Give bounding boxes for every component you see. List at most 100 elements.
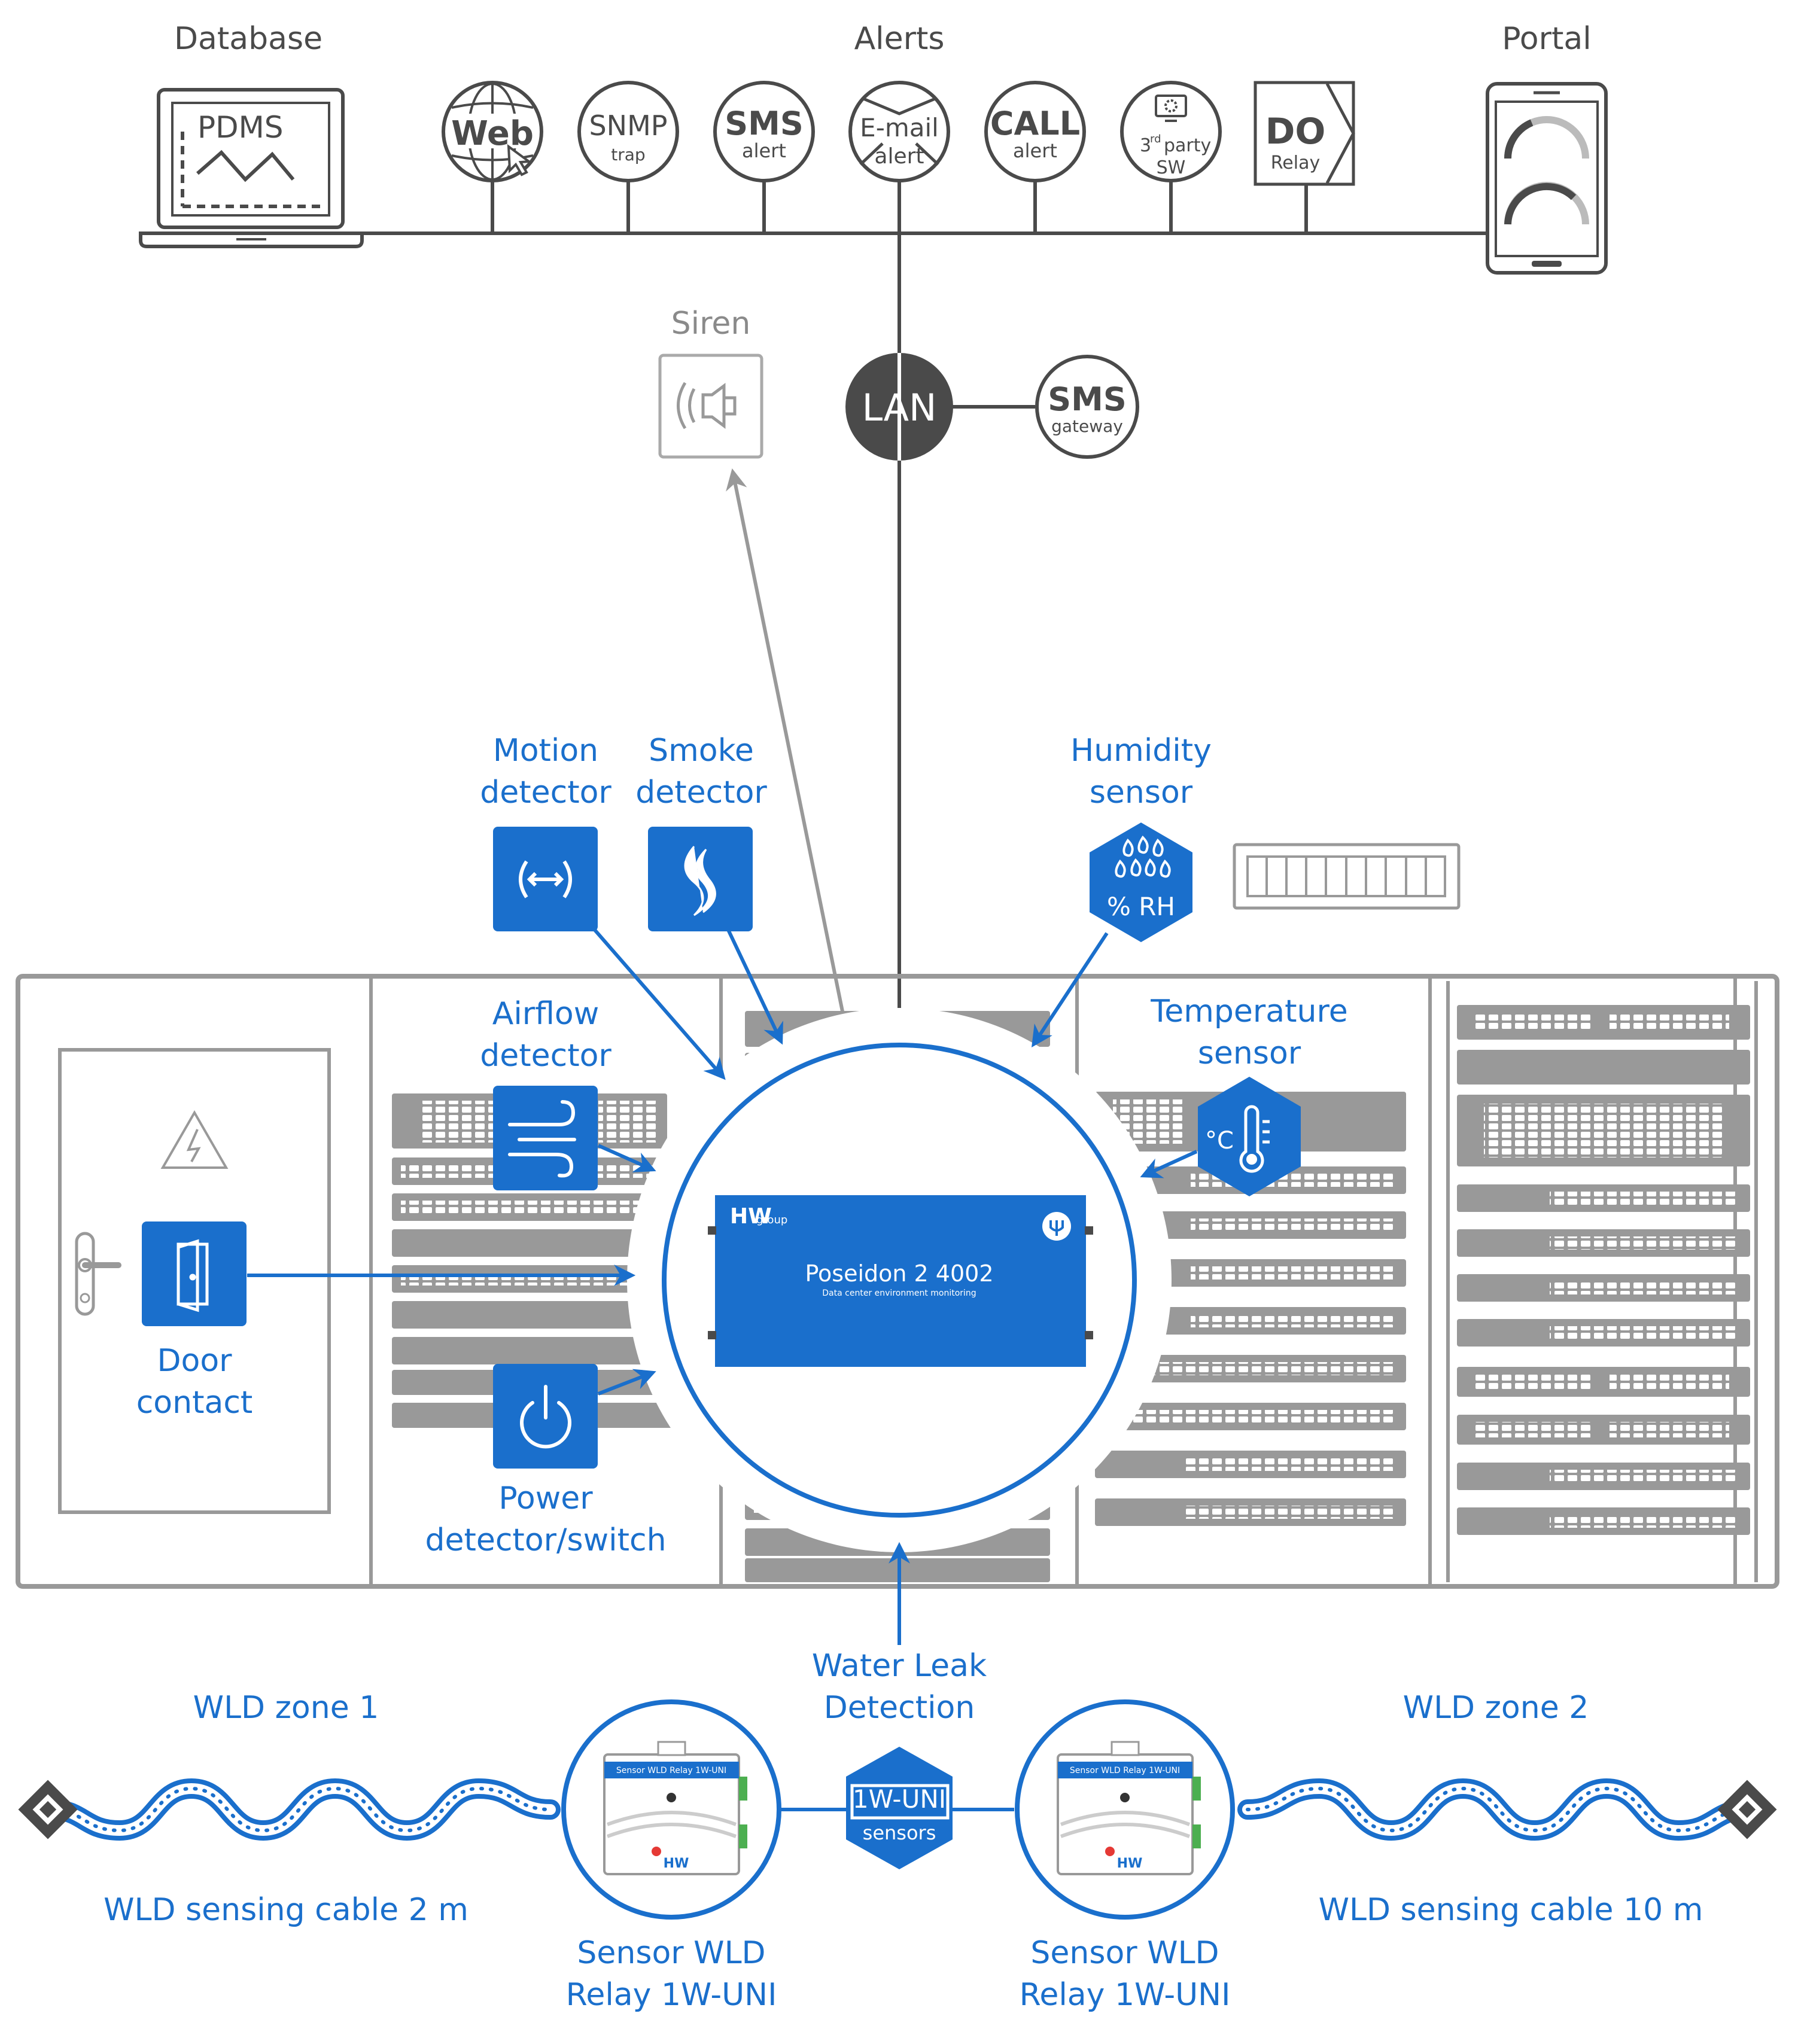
vent-grille — [1233, 843, 1461, 910]
relay-right-label-1: Sensor WLD — [1030, 1935, 1219, 1971]
bus-drops — [491, 179, 1308, 233]
email-label: E-mail — [860, 113, 939, 142]
device-model: Poseidon 2 4002 — [805, 1260, 993, 1287]
relay-label: Relay — [1271, 153, 1320, 173]
brand-logo: HW — [730, 1204, 772, 1229]
motion-label-2: detector — [480, 775, 611, 811]
door-label-2: contact — [136, 1385, 253, 1421]
call-alert-label: alert — [1013, 139, 1057, 162]
web-label: Web — [451, 114, 534, 153]
humidity-label-1: Humidity — [1070, 733, 1212, 769]
wld-cable-left — [18, 1778, 561, 1841]
call-label: CALL — [990, 105, 1080, 142]
relay-left-label-1: Sensor WLD — [577, 1935, 765, 1971]
airflow-arrow — [597, 1144, 656, 1172]
wld-cable-1-label: WLD sensing cable 2 m — [104, 1892, 468, 1928]
brand-sub: group — [756, 1214, 787, 1226]
tablet-gauges-icon — [1486, 82, 1608, 275]
siren-arrow — [726, 468, 850, 1041]
sms-alert-label: alert — [742, 139, 786, 162]
database-label: Database — [174, 21, 323, 57]
siren-icon — [658, 354, 763, 459]
snmp-trap-label: trap — [611, 145, 645, 165]
pdms-label: PDMS — [197, 110, 284, 145]
smoke-label-1: Smoke — [649, 733, 754, 769]
smoke-arrow — [725, 926, 783, 1045]
power-label-backdrop — [413, 1478, 682, 1567]
high-voltage-icon — [160, 1110, 229, 1169]
motion-arrow — [591, 926, 726, 1080]
relay-right-device-label: Sensor WLD Relay 1W-UNI — [1070, 1766, 1180, 1775]
snmp-alert: SNMP trap — [577, 81, 679, 182]
rack-column-c — [1095, 1092, 1406, 1526]
wind-icon — [508, 1100, 576, 1178]
wld-zone-2-label: WLD zone 2 — [1403, 1690, 1589, 1726]
door-label-backdrop — [120, 1340, 269, 1430]
one-wire-hub: 1W-UNI sensors — [846, 1747, 953, 1869]
do-label: DO — [1265, 111, 1326, 153]
door-handle-icon — [75, 1232, 121, 1316]
power-label-1: Power — [498, 1481, 593, 1516]
sms-label: SMS — [725, 105, 804, 142]
email-alert-label: alert — [874, 144, 924, 169]
laptop-icon — [139, 88, 364, 248]
water-leak-label-2: Detection — [824, 1690, 975, 1726]
rack-column-d — [1457, 1005, 1750, 1535]
third-party-num: 3 — [1140, 135, 1151, 156]
airflow-detector — [493, 1086, 598, 1190]
droplets-icon — [1115, 835, 1171, 878]
third-party-sw-label: SW — [1157, 157, 1186, 178]
cursor-icon — [507, 144, 533, 176]
airflow-label-backdrop — [461, 993, 631, 1083]
humidity-sensor: % RH — [1090, 823, 1192, 942]
temperature-label-1: Temperature — [1150, 994, 1347, 1029]
wld-zone-1-label: WLD zone 1 — [193, 1690, 379, 1726]
smoke-icon — [684, 846, 716, 916]
do-relay: DO Relay — [1254, 81, 1355, 186]
web-alert: Web — [442, 81, 543, 182]
humidity-badge: % RH — [1107, 892, 1175, 921]
thermometer-icon — [1239, 1105, 1270, 1173]
hub-label-2: sensors — [863, 1821, 936, 1844]
temperature-arrow — [1140, 1150, 1198, 1178]
door-label-1: Door — [157, 1343, 232, 1379]
smoke-label-2: detector — [635, 775, 767, 811]
wld-relay-right: Sensor WLD Relay 1W-UNI HW — [1015, 1699, 1235, 1920]
motion-detector — [493, 827, 598, 931]
water-leak-label-1: Water Leak — [812, 1648, 987, 1684]
lan-label: LAN — [862, 386, 937, 429]
relay-left-device-label: Sensor WLD Relay 1W-UNI — [616, 1766, 726, 1775]
alerts-label: Alerts — [854, 21, 945, 57]
door-icon — [177, 1239, 209, 1312]
power-arrow — [597, 1369, 656, 1396]
wld-cable-right — [1237, 1778, 1777, 1841]
temperature-sensor: °C — [1198, 1077, 1301, 1196]
humidity-arrow — [1032, 932, 1109, 1048]
door-contact-sensor — [142, 1221, 247, 1326]
snmp-label: SNMP — [589, 109, 667, 142]
third-party-label: party — [1164, 135, 1211, 156]
monitor-icon — [1155, 95, 1187, 117]
relay-right-brand: HW — [1117, 1856, 1143, 1871]
relay-left-brand: HW — [664, 1856, 689, 1871]
hub-label-1: 1W-UNI — [853, 1784, 946, 1814]
sms-alert: SMS alert — [713, 81, 815, 182]
email-alert: E-mail alert — [848, 81, 950, 182]
siren-label: Siren — [671, 306, 751, 342]
device-subtitle: Data center environment monitoring — [822, 1288, 976, 1298]
third-party-sup: rd — [1150, 133, 1161, 145]
motion-label-1: Motion — [493, 733, 598, 769]
chevron-right-icon — [1325, 83, 1355, 184]
power-sensor — [493, 1364, 598, 1469]
gear-icon — [1164, 99, 1178, 112]
relay-right-label-2: Relay 1W-UNI — [1020, 1977, 1231, 2013]
temperature-label-backdrop — [1128, 990, 1373, 1080]
envelope-icon — [859, 97, 939, 166]
temperature-badge: °C — [1205, 1127, 1234, 1154]
wld-cable-2-label: WLD sensing cable 10 m — [1319, 1892, 1703, 1928]
sms-gateway-label: SMS — [1048, 380, 1127, 418]
call-alert: CALL alert — [984, 81, 1086, 182]
sms-gateway: SMS gateway — [1035, 355, 1139, 459]
motion-arrows-icon — [519, 860, 572, 898]
